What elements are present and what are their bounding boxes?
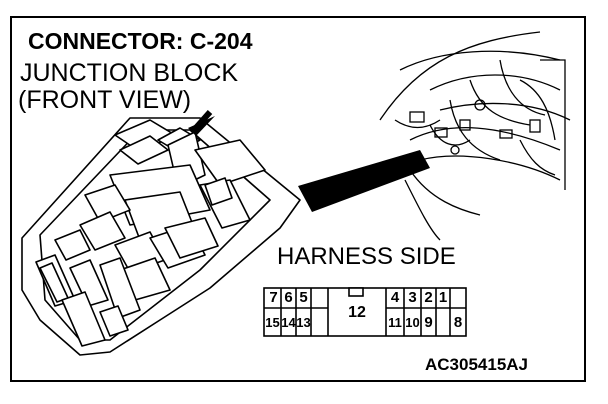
junction-block-drawing: [21, 117, 301, 356]
pin-label: 13: [296, 315, 311, 330]
pin-label: 10: [405, 315, 420, 330]
pointer-arrow: [188, 110, 215, 136]
junction-block-label: JUNCTION BLOCK: [20, 59, 239, 87]
harness-side-label: HARNESS SIDE: [277, 243, 456, 270]
pin-label: 5: [299, 289, 308, 306]
vehicle-harness-drawing: [379, 31, 571, 241]
pin-label: 15: [265, 315, 280, 330]
diagram-frame: [10, 16, 586, 382]
connector-title: CONNECTOR: C-204: [28, 28, 253, 54]
pin-label: 2: [424, 289, 433, 306]
harness-connector-outline: [263, 287, 467, 337]
pin-label: 14: [281, 315, 296, 330]
pin-label: 7: [269, 289, 278, 306]
pin-label: 12: [348, 304, 366, 321]
pin-label: 11: [388, 315, 402, 330]
pin-label: 6: [284, 289, 293, 306]
pin-label: 8: [453, 314, 463, 331]
figure-code: AC305415AJ: [425, 355, 529, 374]
pin-label: 4: [390, 289, 400, 306]
front-view-label: (FRONT VIEW): [18, 86, 192, 114]
callout-wedge: [298, 150, 430, 212]
pin-label: 1: [438, 289, 448, 306]
pin-label: 9: [424, 314, 433, 331]
pin-label: 3: [408, 289, 417, 306]
